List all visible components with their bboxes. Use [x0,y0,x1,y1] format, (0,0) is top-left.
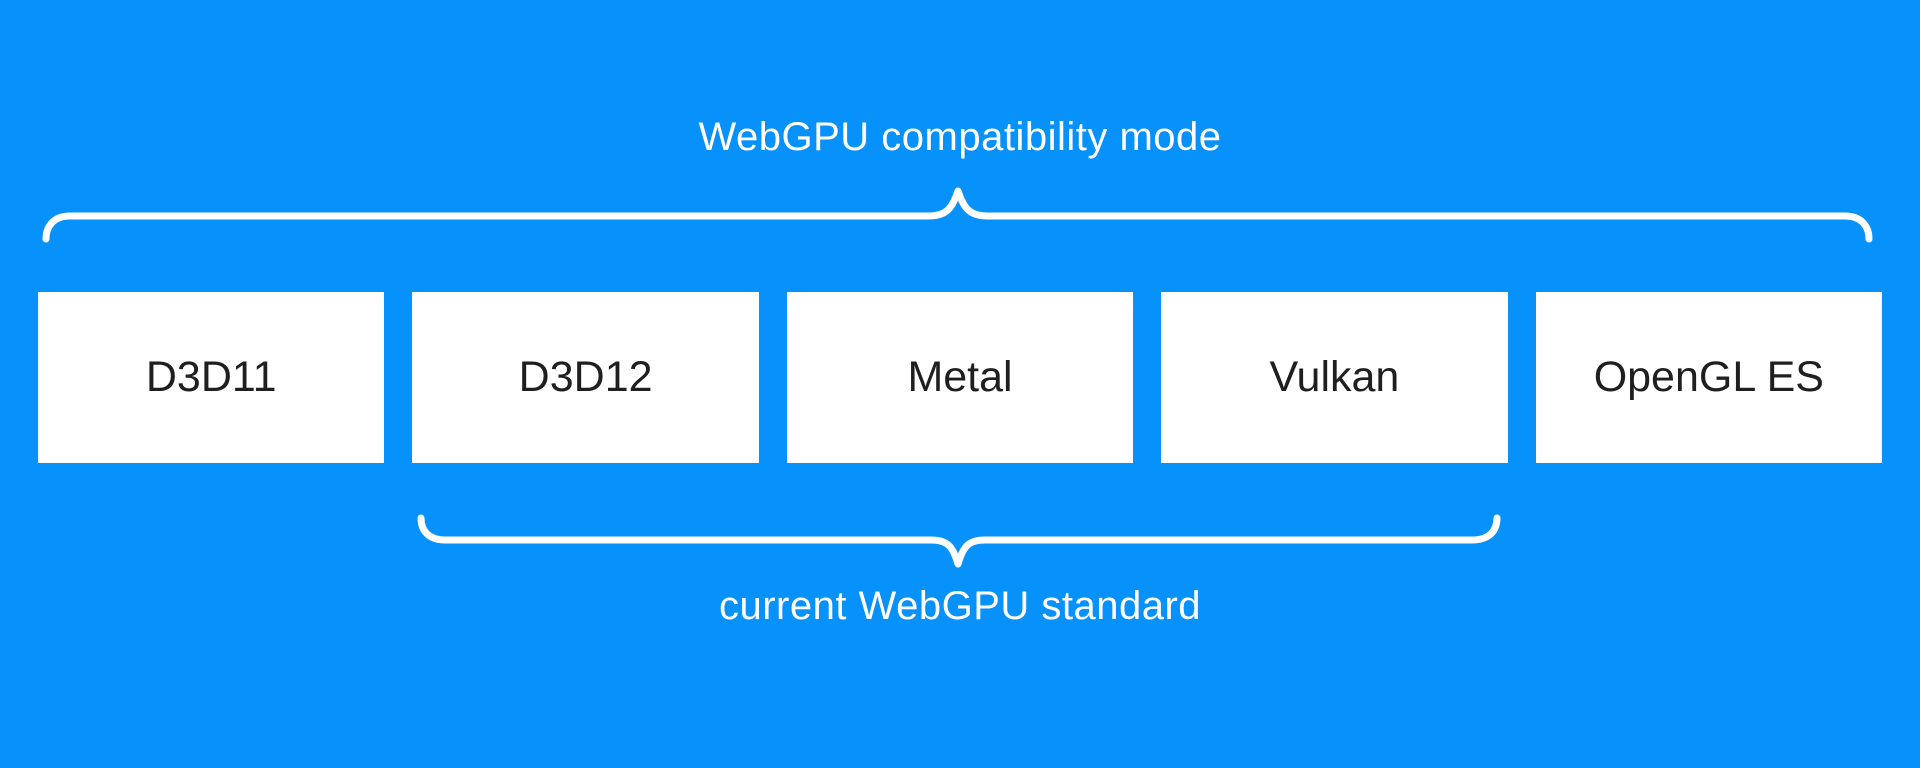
api-box-label: Vulkan [1269,353,1400,401]
api-box-label: D3D12 [518,353,653,401]
api-box-label: D3D11 [145,353,277,401]
compatibility-mode-label: WebGPU compatibility mode [698,115,1222,159]
api-box-label: Metal [907,353,1013,401]
bottom-brace [417,514,1501,568]
api-box-label: OpenGL ES [1593,353,1824,401]
current-standard-label: current WebGPU standard [718,584,1202,628]
api-box-d3d12: D3D12 [412,292,759,463]
top-brace [42,187,1873,243]
api-box-d3d11: D3D11 [38,292,385,463]
api-row: D3D11 D3D12 Metal Vulkan OpenGL ES [38,292,1883,463]
api-box-metal: Metal [786,292,1134,463]
api-box-vulkan: Vulkan [1161,292,1508,463]
api-box-opengl-es: OpenGL ES [1535,292,1883,463]
